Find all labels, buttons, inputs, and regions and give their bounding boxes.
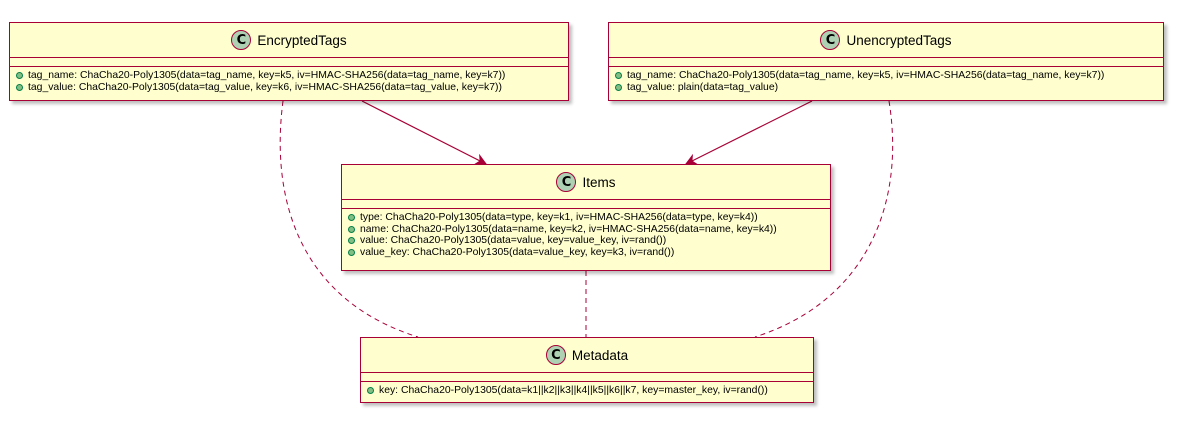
dashed-link-unencryptedtags-metadata [754, 100, 894, 338]
public-field-icon [615, 83, 622, 91]
field-text: tag_name: ChaCha20-Poly1305(data=tag_nam… [627, 70, 1105, 81]
field-text: tag_value: ChaCha20-Poly1305(data=tag_va… [28, 81, 502, 93]
field-row: tag_value: ChaCha20-Poly1305(data=tag_va… [16, 82, 562, 94]
field-text: tag_value: plain(data=tag_value) [627, 81, 779, 93]
public-field-icon [367, 387, 374, 395]
field-list: type: ChaCha20-Poly1305(data=type, key=k… [342, 208, 830, 262]
field-text: tag_name: ChaCha20-Poly1305(data=tag_nam… [28, 70, 506, 81]
class-items[interactable]: C Items type: ChaCha20-Poly1305(data=typ… [341, 164, 831, 271]
class-header: C EncryptedTags [10, 23, 568, 58]
class-header: C Items [342, 165, 830, 200]
arrow-encryptedtags-to-items [361, 100, 488, 165]
field-text: name: ChaCha20-Poly1305(data=name, key=k… [360, 223, 777, 235]
class-metadata[interactable]: C Metadata key: ChaCha20-Poly1305(data=k… [360, 337, 814, 403]
class-header: C Metadata [361, 338, 813, 373]
class-name: UnencryptedTags [846, 32, 952, 48]
field-row: type: ChaCha20-Poly1305(data=type, key=k… [348, 212, 824, 224]
class-name: Metadata [571, 347, 629, 363]
class-c-icon: C [820, 30, 841, 50]
public-field-icon [348, 237, 355, 245]
field-text: type: ChaCha20-Poly1305(data=type, key=k… [360, 212, 758, 223]
field-list: key: ChaCha20-Poly1305(data=k1||k2||k3||… [361, 381, 813, 401]
field-text: key: ChaCha20-Poly1305(data=k1||k2||k3||… [379, 385, 768, 396]
field-text: value_key: ChaCha20-Poly1305(data=value_… [360, 246, 675, 258]
class-name: Items [582, 174, 616, 190]
field-row: tag_name: ChaCha20-Poly1305(data=tag_nam… [615, 70, 1157, 82]
class-c-icon: C [545, 345, 566, 365]
field-row: tag_value: plain(data=tag_value) [615, 82, 1157, 94]
public-field-icon [348, 249, 355, 257]
public-field-icon [348, 214, 355, 222]
class-header: C UnencryptedTags [609, 23, 1163, 58]
field-row: key: ChaCha20-Poly1305(data=k1||k2||k3||… [367, 385, 807, 397]
field-list: tag_name: ChaCha20-Poly1305(data=tag_nam… [609, 66, 1163, 97]
public-field-icon [348, 225, 355, 233]
field-text: value: ChaCha20-Poly1305(data=value, key… [360, 235, 667, 247]
class-encryptedtags[interactable]: C EncryptedTags tag_name: ChaCha20-Poly1… [9, 22, 569, 101]
class-c-icon: C [231, 30, 252, 50]
public-field-icon [615, 72, 622, 80]
public-field-icon [16, 72, 23, 80]
field-row: name: ChaCha20-Poly1305(data=name, key=k… [348, 224, 824, 236]
class-name: EncryptedTags [257, 32, 347, 48]
class-c-icon: C [556, 172, 577, 192]
dashed-link-encryptedtags-metadata [279, 100, 419, 338]
field-list: tag_name: ChaCha20-Poly1305(data=tag_nam… [10, 66, 568, 97]
field-row: value_key: ChaCha20-Poly1305(data=value_… [348, 247, 824, 259]
public-field-icon [16, 83, 23, 91]
field-row: tag_name: ChaCha20-Poly1305(data=tag_nam… [16, 70, 562, 82]
arrow-unencryptedtags-to-items [684, 100, 813, 165]
field-row: value: ChaCha20-Poly1305(data=value, key… [348, 235, 824, 247]
class-unencryptedtags[interactable]: C UnencryptedTags tag_name: ChaCha20-Pol… [608, 22, 1164, 101]
